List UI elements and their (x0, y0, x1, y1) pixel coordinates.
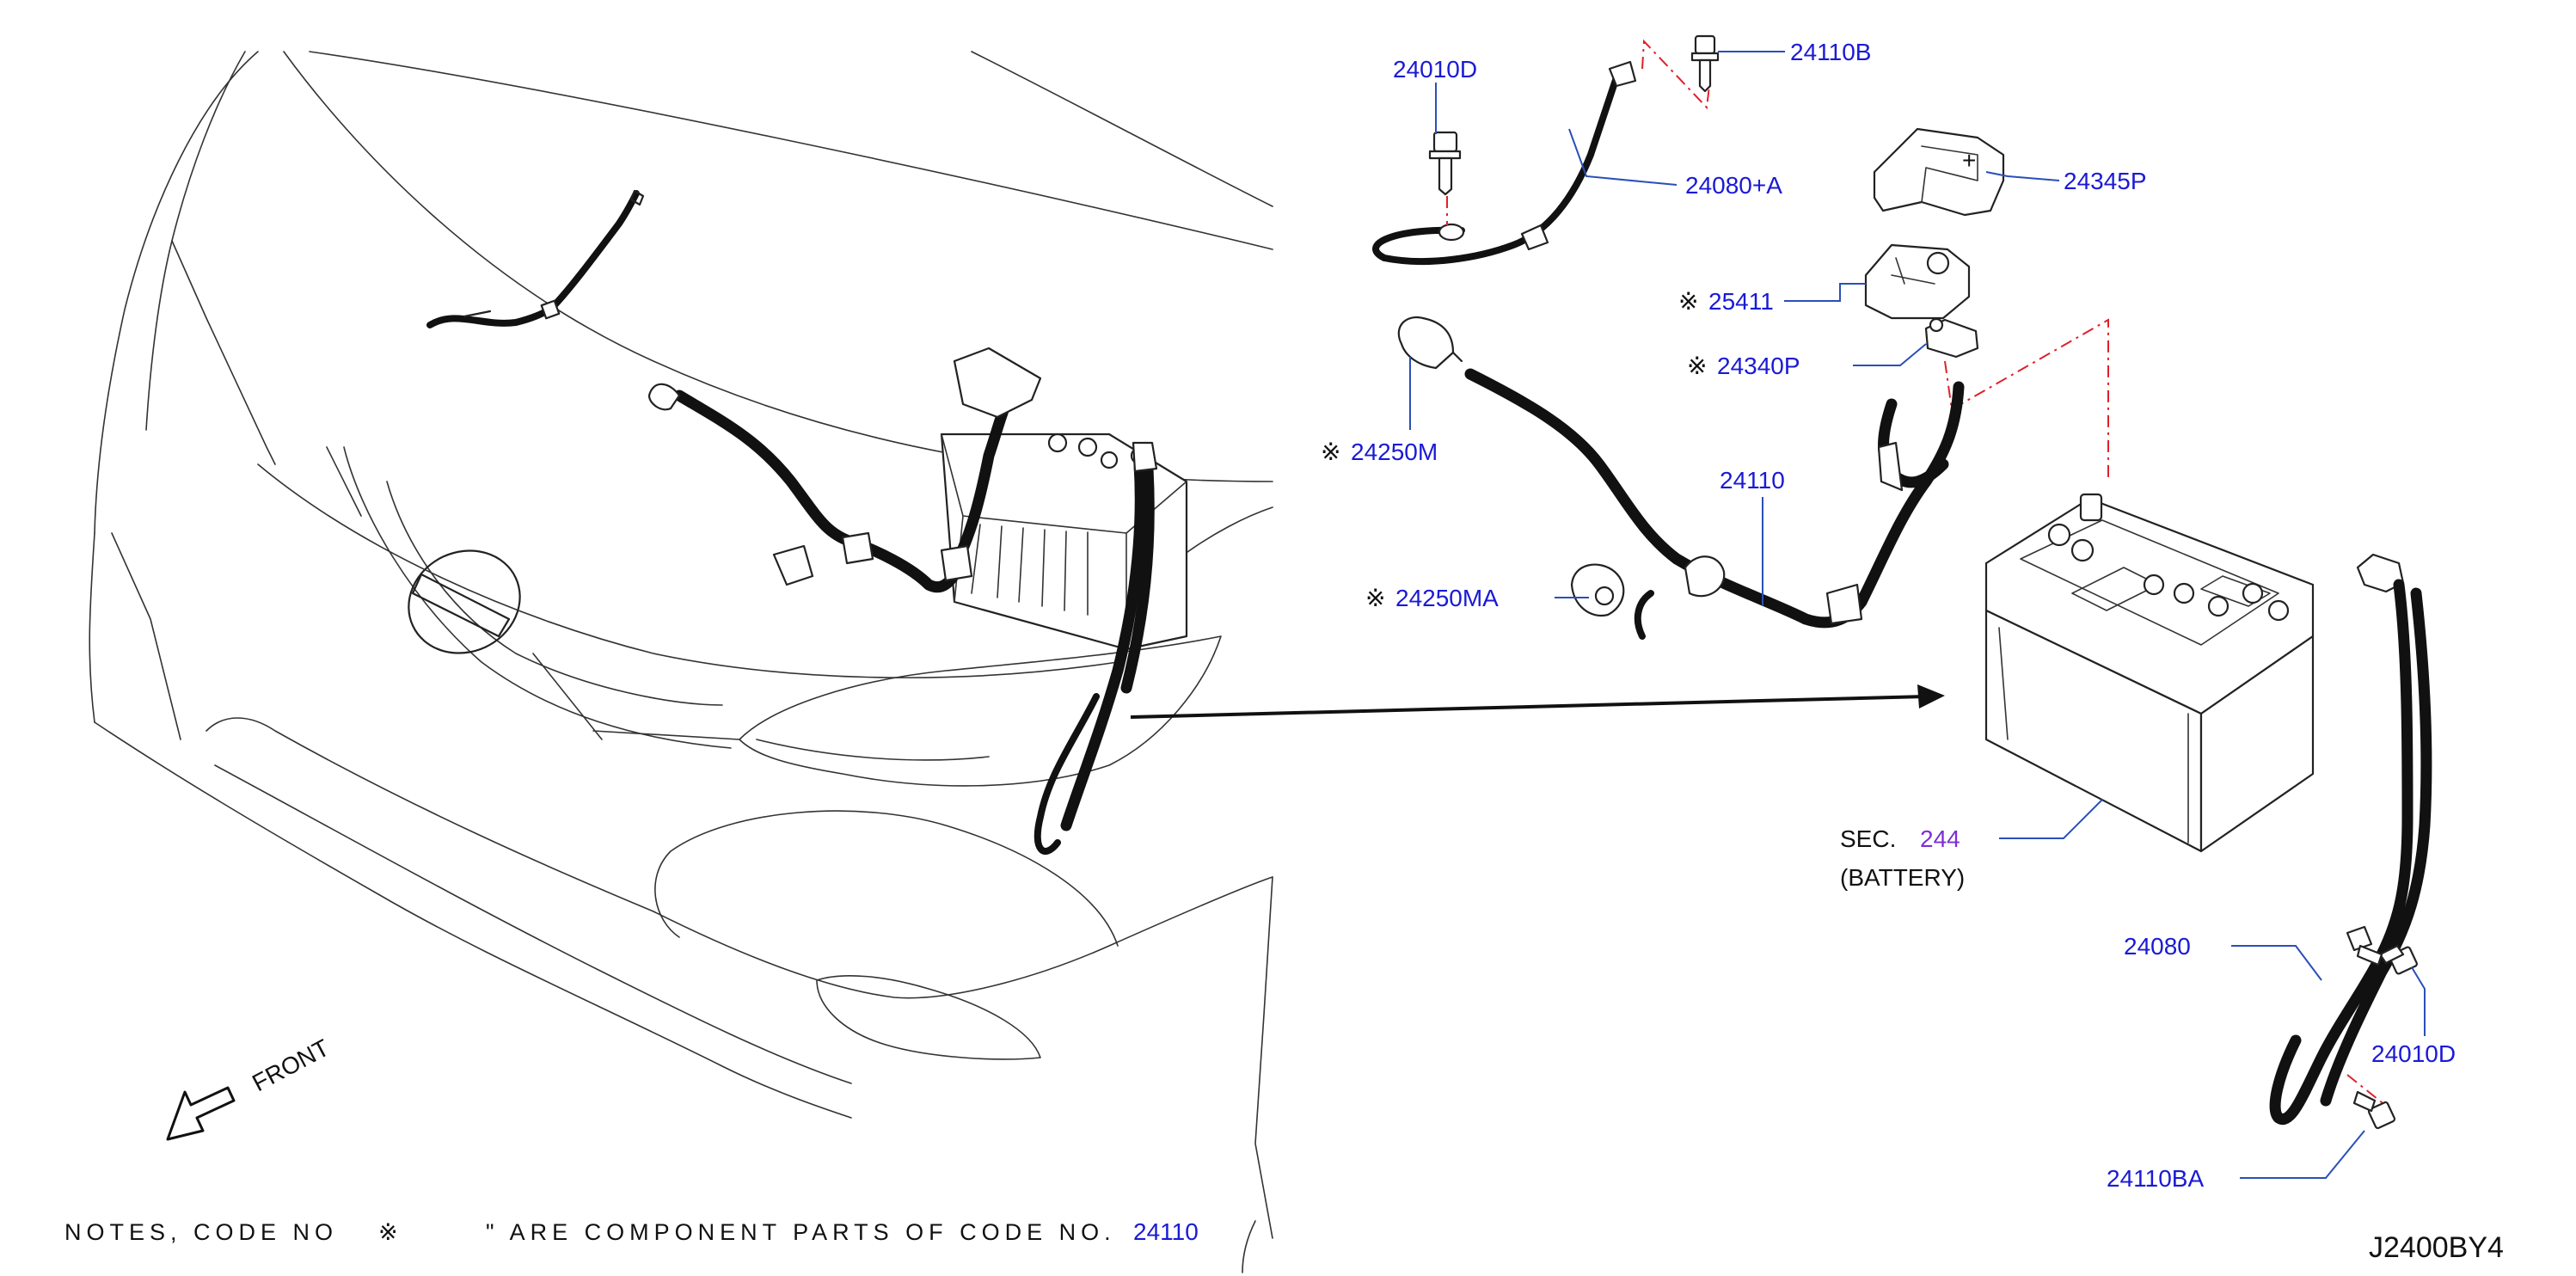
section-name: (BATTERY) (1840, 864, 1965, 891)
notes-line: NOTES, CODE NO ※ " ARE COMPONENT PARTS O… (64, 1218, 1199, 1245)
front-direction-indicator: FRONT (166, 1034, 334, 1141)
label-24340P[interactable]: 24340P (1717, 353, 1800, 379)
part-labels: 24010D 24110B 24080+A 24345P ※ 25411 ※ 2… (1321, 39, 2456, 1192)
label-25411[interactable]: 25411 (1708, 288, 1774, 315)
marker-25411: ※ (1678, 288, 1698, 315)
vehicle-cables (426, 189, 1158, 855)
label-24110[interactable]: 24110 (1720, 467, 1785, 494)
part-24010D-bolt-right (2356, 944, 2418, 975)
label-24080A[interactable]: 24080+A (1685, 172, 1782, 199)
part-24110BA-bolt (2352, 1090, 2396, 1130)
notes-code[interactable]: 24110 (1133, 1218, 1199, 1245)
label-24110BA[interactable]: 24110BA (2107, 1165, 2204, 1192)
leader-lines (1409, 51, 2426, 1179)
label-24345P[interactable]: 24345P (2064, 168, 2147, 194)
marker-24340P: ※ (1687, 353, 1707, 379)
section-reference: SEC. 244 (BATTERY) (1840, 825, 1965, 891)
diagram-code: J2400BY4 (2369, 1231, 2504, 1264)
part-24010D-bolt-top (1428, 131, 1462, 196)
battery-illustration (1984, 493, 2315, 853)
vehicle-front-illustration (89, 51, 1273, 1273)
part-24250MA-clamp (1570, 563, 1625, 617)
part-24080A-cable (1372, 60, 1637, 265)
front-arrow-icon (166, 1086, 236, 1141)
label-24110B[interactable]: 24110B (1790, 39, 1871, 65)
part-24250M-boot (1397, 316, 1463, 370)
label-24250MA[interactable]: 24250MA (1395, 585, 1499, 611)
notes-prefix: NOTES, CODE NO (64, 1219, 338, 1245)
part-24110-cable (1464, 368, 1965, 640)
hidden-lines (1446, 39, 2391, 1110)
label-24010D-right[interactable]: 24010D (2371, 1040, 2456, 1067)
marker-24250MA: ※ (1365, 585, 1385, 611)
part-24340P-terminal (1924, 317, 1979, 359)
callout-arrow (1130, 684, 1945, 719)
section-prefix: SEC. (1840, 825, 1896, 852)
svg-text:+: + (1962, 147, 1976, 174)
section-number[interactable]: 244 (1920, 825, 1960, 852)
notes-marker: ※ (378, 1219, 403, 1245)
marker-24250M: ※ (1321, 439, 1340, 465)
label-24080[interactable]: 24080 (2124, 933, 2191, 960)
part-24110B-bolt-top (1690, 34, 1720, 93)
front-label: FRONT (248, 1034, 334, 1097)
label-24010D-top[interactable]: 24010D (1393, 56, 1477, 83)
part-24345P-cover: + (1873, 127, 2005, 217)
label-24250M[interactable]: 24250M (1351, 439, 1438, 465)
part-25411-clamp (1864, 243, 1971, 320)
part-24080-cable (2269, 553, 2432, 1125)
notes-middle: " ARE COMPONENT PARTS OF CODE NO. (486, 1219, 1116, 1245)
